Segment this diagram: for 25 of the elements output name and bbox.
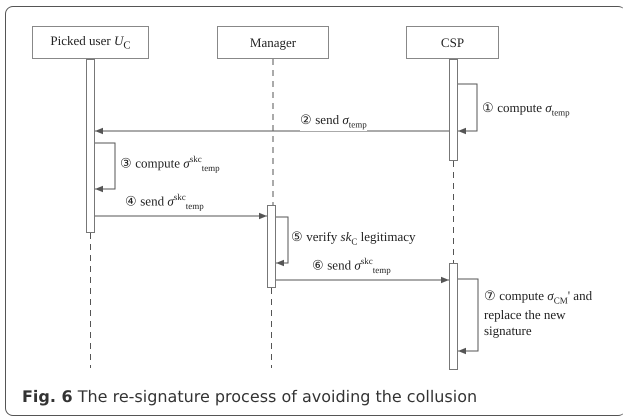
edge-label: ⑤ verify sk$_{C}$ legitimacy <box>291 229 416 248</box>
participant-name: Manager <box>250 34 296 50</box>
self-message-arrow <box>458 84 478 134</box>
participant-box <box>406 26 499 59</box>
edge-label: ② send σ$_{temp}$ <box>300 112 367 131</box>
lifeline <box>271 288 272 368</box>
participant-box <box>32 26 149 59</box>
activation-bar <box>86 59 95 233</box>
self-message-arrow <box>458 278 478 354</box>
lifeline <box>90 232 91 368</box>
message-arrow <box>94 212 268 220</box>
edge-label: ① compute σ$_{temp}$ <box>482 100 570 119</box>
participant-box <box>217 26 329 59</box>
self-message-arrow <box>94 142 116 192</box>
participant-name: CSP <box>440 34 464 50</box>
self-message-arrow <box>276 216 288 266</box>
lifeline <box>453 160 454 264</box>
lifeline <box>272 58 274 206</box>
figure-caption: Fig. 6 The re-signature process of avoiding the collusion <box>22 387 478 406</box>
message-arrow <box>94 128 450 134</box>
activation-bar <box>449 59 458 161</box>
activation-bar <box>267 205 276 288</box>
message-arrow <box>276 276 450 284</box>
activation-bar <box>449 263 458 370</box>
participant-name: Picked user U$_{C}$ <box>50 33 131 52</box>
